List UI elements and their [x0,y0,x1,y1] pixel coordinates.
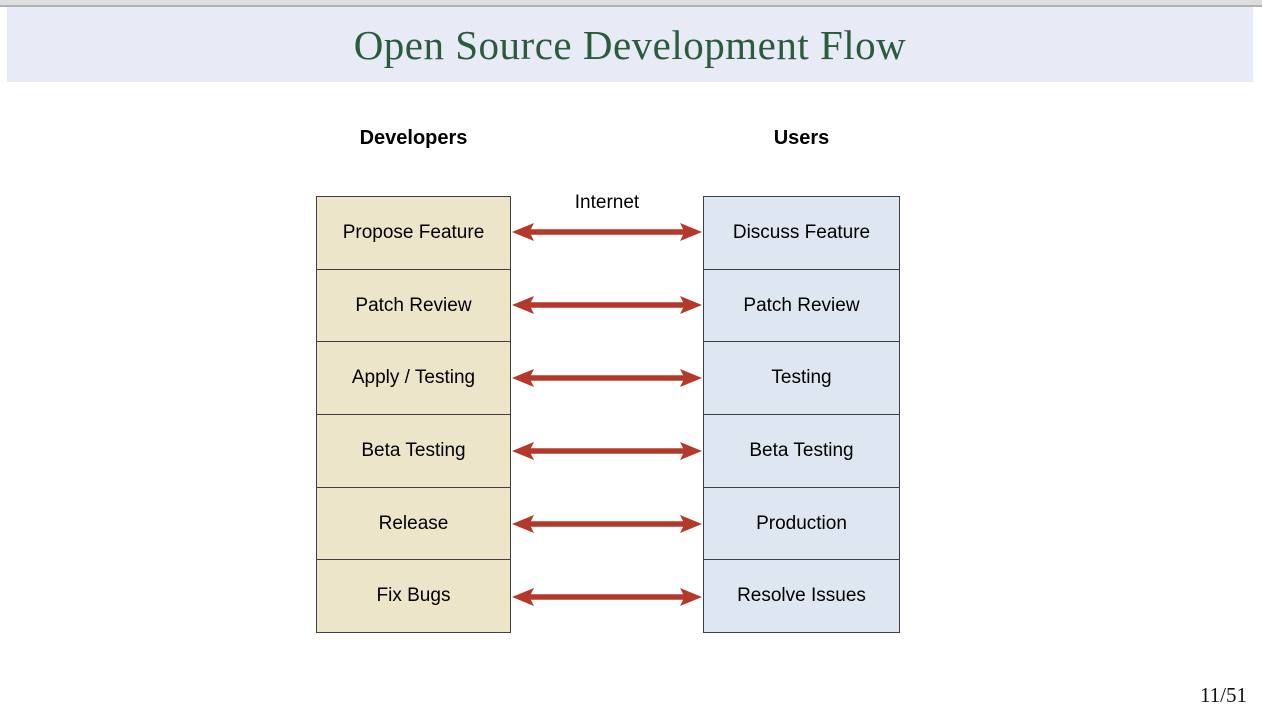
flow-arrow-row [511,342,703,415]
title-bar: Open Source Development Flow [7,7,1253,82]
flow-arrow-row [511,269,703,342]
double-arrow-icon [512,587,702,606]
flow-arrow-row [511,560,703,633]
double-arrow-icon [512,296,702,315]
double-arrow-icon [512,223,702,242]
developer-step-box: Release [317,487,510,561]
user-step-box: Discuss Feature [704,197,899,270]
flow-arrow-row [511,196,703,269]
flow-arrow-row [511,487,703,560]
developer-step-box: Fix Bugs [317,560,510,633]
developer-step-box: Beta Testing [317,415,510,488]
page-title: Open Source Development Flow [353,21,907,68]
user-step-box: Beta Testing [704,415,899,488]
flow-arrows [511,196,703,633]
user-step-box: Production [704,487,899,561]
flow-arrow-row [511,414,703,487]
internet-label: Internet [574,192,640,213]
developer-step-box: Propose Feature [317,197,510,270]
developers-column-header: Developers [359,127,468,149]
developer-step-box: Patch Review [317,269,510,343]
top-edge-line [0,5,1262,7]
developer-step-box: Apply / Testing [317,342,510,416]
user-step-box: Testing [704,342,899,416]
user-step-box: Resolve Issues [704,560,899,633]
double-arrow-icon [512,369,702,388]
double-arrow-icon [512,514,702,533]
user-step-box: Patch Review [704,269,899,343]
double-arrow-icon [512,441,702,460]
page-number: 11/51 [1199,683,1247,707]
top-edge-strip [0,0,1262,5]
users-column-header: Users [773,127,830,149]
